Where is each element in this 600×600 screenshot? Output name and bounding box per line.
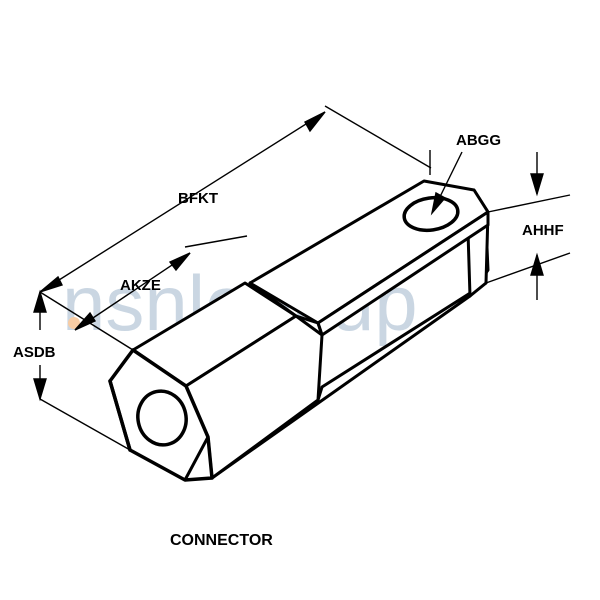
connector-body — [108, 179, 490, 482]
label-akze: AKZE — [120, 277, 161, 294]
dimension-labels: BFKT AKZE ABGG AHHF ASDB — [13, 132, 564, 361]
label-asdb: ASDB — [13, 344, 56, 361]
label-abgg: ABGG — [456, 132, 501, 149]
label-ahhf: AHHF — [522, 222, 564, 239]
end-bore — [136, 389, 188, 447]
watermark-dot — [68, 317, 80, 329]
caption: CONNECTOR — [170, 532, 273, 549]
fork-hole — [402, 195, 460, 233]
label-bfkt: BFKT — [178, 190, 218, 207]
dimension-lines — [33, 105, 571, 451]
